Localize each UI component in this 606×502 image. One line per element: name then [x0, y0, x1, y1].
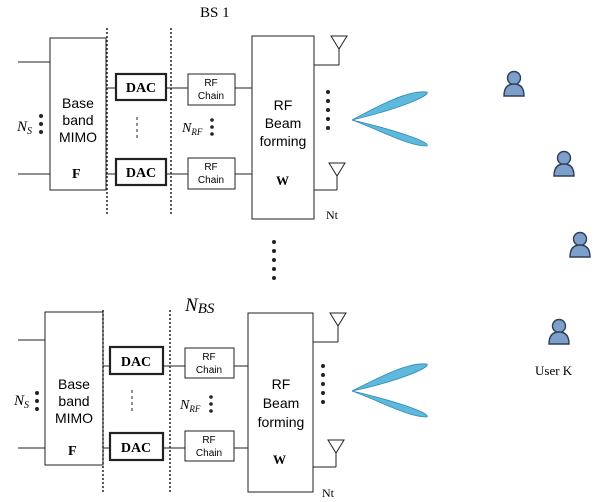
bs1-beamforming-line1: RF	[274, 97, 293, 113]
bs1-rf-chain-lower-line1: RF	[204, 162, 217, 173]
bsn-beamforming-line1: RF	[272, 376, 291, 392]
bsn-ns-dot	[35, 407, 39, 411]
bs1-baseband-line1: Base	[62, 95, 94, 111]
bsn-nrf-dot	[209, 402, 213, 406]
user-k-icon	[548, 318, 570, 345]
bs1-dac-upper	[114, 72, 168, 102]
bs1-antenna-lower-icon	[328, 162, 346, 177]
bsn-antenna-dot	[321, 391, 325, 395]
bs1-rf-chain-upper-line2: Chain	[198, 91, 224, 102]
bsn-title: NBS	[184, 295, 215, 317]
bs1-dac-lower-label: DAC	[126, 166, 156, 181]
bsn-antenna-lower-icon	[327, 439, 345, 454]
bs1-title: BS 1	[200, 5, 230, 21]
bs1-antenna-dot	[326, 90, 330, 94]
bs1-ns-label: NS	[16, 119, 32, 137]
bsn-baseband-line2: band	[58, 393, 89, 409]
bs1-nrf-dot	[210, 132, 214, 136]
bs1-dac-lower	[114, 157, 168, 187]
bs1-baseband-line3: MIMO	[59, 129, 97, 145]
bs1-beam-matrix: W	[276, 173, 289, 188]
bsn-rf-chain-upper-line1: RF	[202, 352, 215, 363]
bs-ellipsis-dot	[272, 240, 276, 244]
bsn-antenna-dot	[321, 400, 325, 404]
bsn-rf-chain-upper	[184, 347, 235, 379]
bsn-antenna-dot	[321, 373, 325, 377]
bsn-rf-chain-lower	[184, 430, 235, 462]
bs-ellipsis-dot	[272, 249, 276, 253]
bsn-nrf-label: NRF	[179, 398, 201, 414]
bsn-ns-dot	[35, 399, 39, 403]
bs1-rf-chain-lower-line2: Chain	[198, 175, 224, 186]
bs-ellipsis-dot	[272, 258, 276, 262]
bsn-dac-upper-label: DAC	[121, 355, 151, 370]
bsn-ns-label: NS	[13, 393, 29, 411]
bs1-ns-dot	[39, 130, 43, 134]
bs1-beam-lobe-lower	[351, 119, 428, 147]
bs1-beamforming-line2: Beam	[265, 115, 302, 131]
bs1-rf-chain-upper-line1: RF	[204, 78, 217, 89]
bs1-antenna-upper-icon	[330, 35, 348, 50]
bsn-dac-lower-label: DAC	[121, 441, 151, 456]
bsn-antenna-dot	[321, 364, 325, 368]
bsn-nt-label: Nt	[322, 486, 335, 500]
bsn-baseband-line3: MIMO	[55, 410, 93, 426]
bsn-beam-lobe-lower	[351, 390, 428, 418]
bs-ellipsis-dot	[272, 267, 276, 271]
user-k-label: User K	[535, 363, 573, 378]
bsn-beamforming-box	[247, 312, 314, 493]
bs1-baseband-line2: band	[62, 112, 93, 128]
bsn-ns-dot	[35, 391, 39, 395]
bsn-nrf-dot	[209, 409, 213, 413]
bs1-group: BS 1 NS Base band MIMO F DAC DAC R	[16, 5, 428, 222]
bs1-ns-dot	[39, 114, 43, 118]
bs1-antenna-dot	[326, 99, 330, 103]
bs1-antenna-dot	[326, 117, 330, 121]
bs1-beamforming-box	[251, 35, 315, 220]
bsn-baseband-box	[44, 311, 104, 466]
bsn-baseband-line1: Base	[58, 376, 90, 392]
bsn-beam-matrix: W	[273, 452, 286, 467]
bs-ellipsis-dot	[272, 276, 276, 280]
bsn-beamforming-line3: forming	[258, 414, 305, 430]
bsn-baseband-matrix: F	[68, 444, 77, 459]
bs1-antenna-dot	[326, 126, 330, 130]
user-1-icon	[503, 70, 525, 97]
bsn-rf-chain-lower-line2: Chain	[196, 448, 222, 459]
bs-nbs-group: NBS NS Base band MIMO F DAC DAC RF Chain…	[13, 295, 428, 500]
bs1-nrf-label: NRF	[181, 121, 203, 137]
bsn-nrf-dot	[209, 395, 213, 399]
bs1-antenna-dot	[326, 108, 330, 112]
bs1-baseband-matrix: F	[72, 167, 81, 182]
bsn-dac-lower	[108, 431, 165, 462]
bs1-nt-label: Nt	[326, 208, 339, 222]
bs1-nrf-dot	[210, 118, 214, 122]
user-2-icon	[553, 150, 575, 177]
bsn-rf-chain-upper-line2: Chain	[196, 365, 222, 376]
bs1-beamforming-line3: forming	[260, 133, 307, 149]
bsn-antenna-dot	[321, 382, 325, 386]
bsn-beam-lobe-upper	[351, 363, 428, 392]
bs1-baseband-box	[49, 37, 107, 191]
bs1-rf-chain-lower	[187, 157, 236, 190]
bs1-nrf-dot	[210, 125, 214, 129]
bsn-antenna-upper-icon	[329, 312, 347, 327]
bs1-beam-lobe-upper	[351, 91, 428, 121]
bsn-rf-chain-lower-line1: RF	[202, 435, 215, 446]
bsn-beamforming-line2: Beam	[263, 395, 300, 411]
bs1-rf-chain-upper	[187, 73, 236, 106]
bsn-dac-upper	[108, 345, 165, 376]
bs1-ns-dot	[39, 122, 43, 126]
bs1-dac-upper-label: DAC	[126, 81, 156, 96]
user-3-icon	[569, 231, 591, 258]
